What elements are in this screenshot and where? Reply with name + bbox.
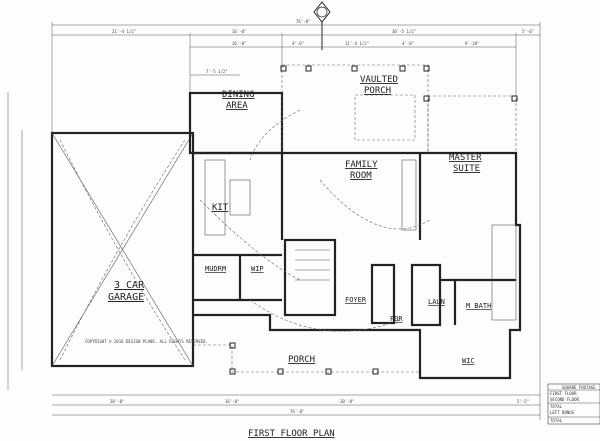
dim-bottom-b: 16'-0" — [225, 399, 239, 404]
dim-top-left: 21'-4 1/2" — [112, 29, 136, 34]
dim-dining-offset: 7'-5 1/2" — [206, 69, 228, 74]
main-house-walls — [193, 109, 522, 380]
dim-bottom-d: 5'-5" — [517, 399, 529, 404]
label-vaulted-porch: PORCH — [364, 86, 391, 96]
label-master: MASTER — [449, 153, 482, 163]
label-wip: WIP — [251, 265, 264, 273]
dim-porch-b: 4'-0" — [292, 41, 304, 46]
dim-porch-d: 4'-0" — [402, 41, 414, 46]
dim-top-right: 30'-5 1/2" — [392, 29, 416, 34]
label-foyer: FOYER — [345, 296, 367, 304]
sqft-row: LEFT BONUS — [550, 410, 575, 415]
label-kitchen: KIT — [212, 203, 229, 213]
square-footage-table: SQUARE FOOTAGE FIRST FLOOR SECOND FLOOR … — [547, 383, 600, 425]
garage-walls — [50, 131, 195, 368]
sqft-header: SQUARE FOOTAGE — [562, 385, 596, 390]
top-dimension-lines — [51, 22, 541, 420]
bottom-dimension-lines — [52, 394, 540, 416]
rear-porch-outline — [427, 95, 517, 154]
dim-porch-c: 11'-4 1/2" — [345, 41, 369, 46]
copyright-note: COPYRIGHT © 2016 DESIGN PLANS. ALL RIGHT… — [85, 339, 208, 344]
north-arrow-icon — [313, 1, 331, 50]
dim-porch-e: 9'-10" — [465, 41, 479, 46]
label-master-bath: M BATH — [466, 302, 491, 310]
dim-overall: 76'-0" — [296, 19, 310, 24]
label-master-suite: SUITE — [453, 164, 480, 174]
label-laundry: LAUN — [428, 298, 445, 306]
label-wic: WIC — [462, 357, 475, 365]
dim-top-far-right: 5'-0" — [522, 29, 534, 34]
label-vaulted: VAULTED — [360, 75, 398, 85]
sqft-row: SECOND FLOOR — [550, 397, 579, 402]
label-family-room: ROOM — [350, 171, 372, 181]
label-garage-count: 3 CAR — [114, 280, 145, 291]
dim-bottom-c: 20'-8" — [340, 399, 354, 404]
label-dining: DINING — [222, 90, 255, 100]
label-dining-area: AREA — [226, 101, 248, 111]
sqft-row: FIRST FLOOR — [550, 391, 577, 396]
label-mudroom: MUDRM — [205, 265, 226, 273]
label-family: FAMILY — [345, 160, 378, 170]
label-garage: GARAGE — [108, 292, 144, 303]
dim-porch-a: 16'-0" — [232, 41, 246, 46]
sqft-row: TOTAL — [550, 404, 563, 409]
dim-bottom-overall: 76'-0" — [290, 409, 304, 414]
sqft-row: TOTAL — [550, 418, 563, 423]
plan-title: FIRST FLOOR PLAN — [248, 429, 335, 439]
label-porch: PORCH — [288, 355, 315, 365]
front-porch-outline — [193, 342, 420, 375]
dim-top-mid: 16'-0" — [232, 29, 246, 34]
dim-bottom-a: 20'-0" — [110, 399, 124, 404]
label-powder: POR — [390, 315, 403, 323]
